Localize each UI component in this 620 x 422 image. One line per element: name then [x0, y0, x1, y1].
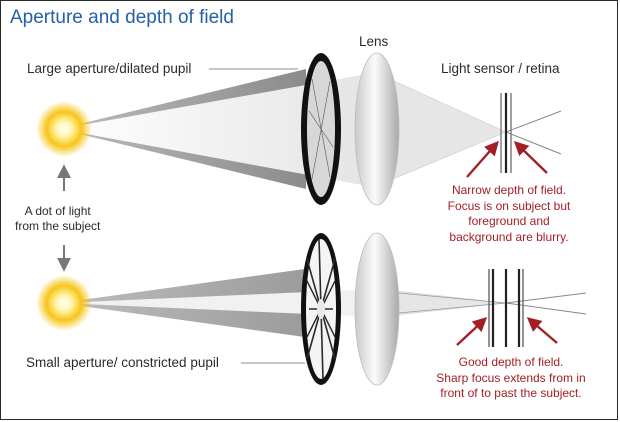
sensor-lines-icon [500, 93, 512, 173]
ray-diverging-lower [505, 110, 562, 133]
sensor-lines-icon [488, 269, 524, 347]
aperture-ring-large [301, 53, 341, 205]
aperture-ring-small [301, 233, 341, 385]
small-aperture-label: Small aperture/ constricted pupil [26, 355, 219, 370]
converging-beam-large [380, 74, 507, 185]
dot-of-light-label: A dot of light from the subject [15, 204, 101, 233]
small-aperture-row [59, 232, 587, 386]
large-aperture-label: Large aperture/dilated pupil [27, 61, 192, 76]
narrow-depth-note: Narrow depth of field. Focus is on subje… [447, 183, 571, 244]
arrow-icon [456, 317, 558, 346]
arrow-icon [466, 140, 548, 178]
ray-diverging-upper [505, 131, 562, 155]
sun-icon [36, 275, 92, 331]
lens-label: Lens [359, 34, 389, 49]
lens-icon [354, 232, 400, 386]
large-aperture-row [59, 52, 562, 206]
sun-icon [36, 101, 92, 157]
light-sensor-label: Light sensor / retina [441, 61, 560, 76]
incoming-beam-large [59, 73, 373, 187]
lens-icon [354, 52, 400, 206]
good-depth-note: Good depth of field. Sharp focus extends… [436, 355, 586, 400]
incoming-beam-small [59, 289, 377, 317]
page-title: Aperture and depth of field [10, 7, 234, 28]
